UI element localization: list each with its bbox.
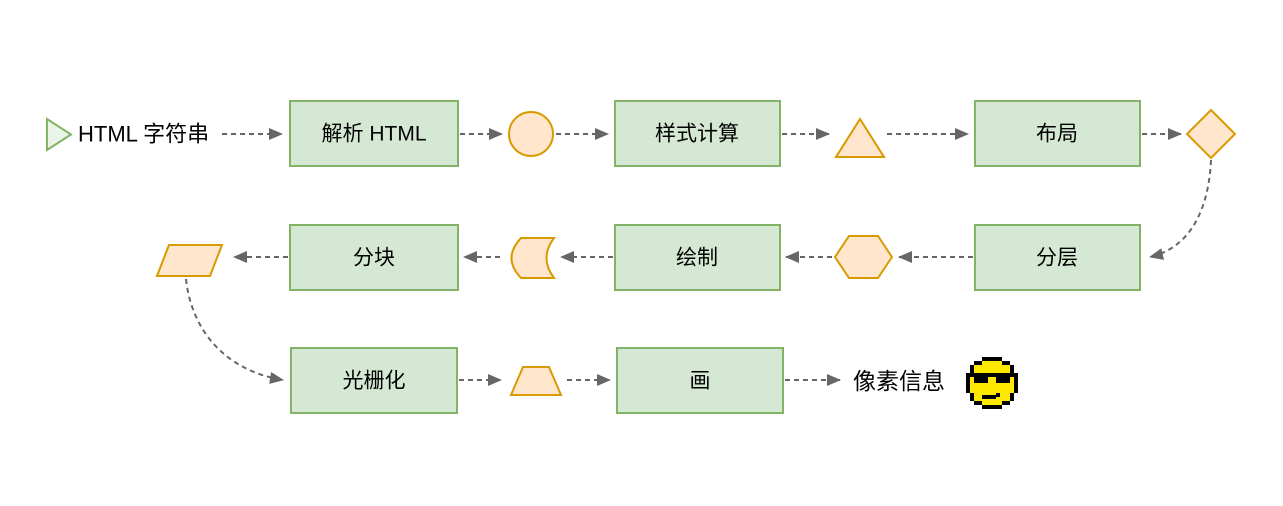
node-draw-label: 画 [690, 370, 711, 393]
node-layout: 布局 [974, 100, 1141, 167]
node-tiling-label: 分块 [353, 247, 395, 270]
node-style-calc-label: 样式计算 [655, 123, 739, 146]
node-paint-box [614, 224, 781, 291]
node-paint-label: 绘制 [676, 247, 718, 270]
start-label: HTML 字符串 [78, 122, 209, 147]
end-label: 像素信息 [853, 368, 945, 394]
node-rasterize-label: 光栅化 [343, 370, 406, 393]
parallelogram-symbol [155, 244, 224, 277]
node-parse-html-label: 解析 HTML [322, 123, 427, 146]
node-rasterize-box [290, 347, 458, 414]
circle-symbol [508, 111, 554, 157]
node-style-calc: 样式计算 [614, 100, 781, 167]
node-layering: 分层 [974, 224, 1141, 291]
diamond-symbol [1185, 108, 1237, 160]
hexagon-symbol [833, 235, 894, 279]
edge-parallelogram-raster-curve [185, 278, 284, 384]
node-tiling-box [289, 224, 459, 291]
edge-diamond-layering-curve [1149, 159, 1212, 260]
node-parse-html: 解析 HTML [289, 100, 459, 167]
node-layout-box [974, 100, 1141, 167]
cool-face-emoji-icon [966, 357, 1018, 409]
node-paint: 绘制 [614, 224, 781, 291]
node-draw: 画 [616, 347, 784, 414]
trapezoid-symbol [509, 366, 563, 396]
node-layering-box [974, 224, 1141, 291]
play-triangle-icon [46, 117, 73, 152]
node-draw-box [616, 347, 784, 414]
stored-data-symbol [510, 237, 556, 279]
node-layout-label: 布局 [1036, 123, 1078, 146]
node-style-calc-box [614, 100, 781, 167]
node-layering-label: 分层 [1036, 247, 1078, 270]
node-tiling: 分块 [289, 224, 459, 291]
start-terminal: HTML 字符串 [46, 117, 209, 152]
node-rasterize: 光栅化 [290, 347, 458, 414]
triangle-symbol [834, 117, 886, 158]
node-parse-html-box [289, 100, 459, 167]
